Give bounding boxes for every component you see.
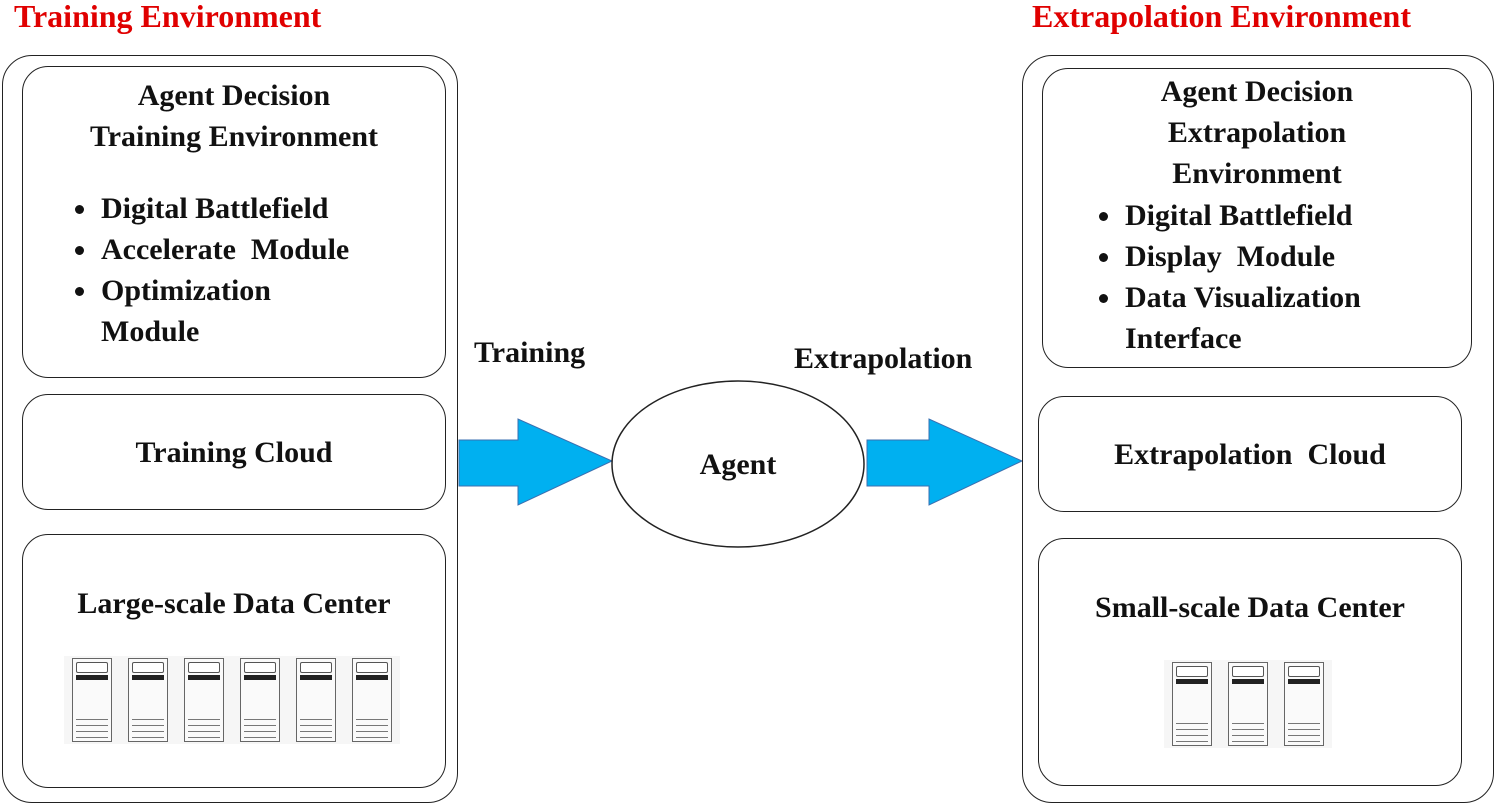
server-icon (1220, 660, 1276, 748)
training-cloud-box: Training Cloud (22, 394, 446, 510)
decision-box-title-line2: Extrapolation (1167, 116, 1347, 149)
extrapolation-feature-list: Digital Battlefield Display Module Data … (1097, 195, 1447, 359)
small-datacenter-box: Small-scale Data Center (1038, 538, 1462, 786)
server-icon (64, 656, 120, 744)
training-feature-list: Digital Battlefield Accelerate Module Op… (73, 188, 413, 352)
extrapolation-arrow (866, 418, 1024, 506)
list-item: Data Visualization Interface (1097, 277, 1425, 359)
list-item: Display Module (1097, 236, 1447, 277)
decision-box-title-line2: Training Environment (89, 120, 379, 153)
large-datacenter-label: Large-scale Data Center (77, 587, 391, 620)
extrapolation-cloud-box: Extrapolation Cloud (1038, 396, 1462, 512)
agent-label: Agent (699, 448, 777, 481)
server-icon (1164, 660, 1220, 748)
decision-box-title-line1: Agent Decision (137, 79, 331, 112)
training-arrow (458, 418, 614, 506)
list-item: Digital Battlefield (73, 188, 413, 229)
list-item: Accelerate Module (73, 229, 413, 270)
server-icon (1276, 660, 1332, 748)
extrapolation-environment-title: Extrapolation Environment (1032, 0, 1411, 34)
training-arrow-label: Training (474, 336, 586, 369)
large-server-rack (64, 656, 400, 744)
training-environment-title: Training Environment (14, 0, 322, 34)
small-datacenter-label: Small-scale Data Center (1095, 591, 1405, 624)
server-icon (344, 656, 400, 744)
small-server-rack (1164, 660, 1332, 748)
list-item: Digital Battlefield (1097, 195, 1447, 236)
extrapolation-environment-panel (1022, 55, 1494, 803)
training-environment-panel (2, 55, 458, 803)
decision-box-title-line3: Environment (1172, 157, 1342, 190)
server-icon (288, 656, 344, 744)
extrapolation-arrow-label: Extrapolation (794, 342, 973, 375)
training-cloud-label: Training Cloud (135, 435, 333, 469)
server-icon (176, 656, 232, 744)
list-item: Optimization Module (73, 270, 341, 352)
agent-ellipse (611, 380, 865, 548)
decision-box-title-line1: Agent Decision (1160, 75, 1354, 108)
training-decision-box: Agent Decision Training Environment Digi… (22, 66, 446, 378)
extrapolation-cloud-label: Extrapolation Cloud (1114, 437, 1386, 471)
extrapolation-decision-box: Agent Decision Extrapolation Environment… (1042, 68, 1472, 368)
server-icon (120, 656, 176, 744)
large-datacenter-box: Large-scale Data Center (22, 534, 446, 788)
server-icon (232, 656, 288, 744)
